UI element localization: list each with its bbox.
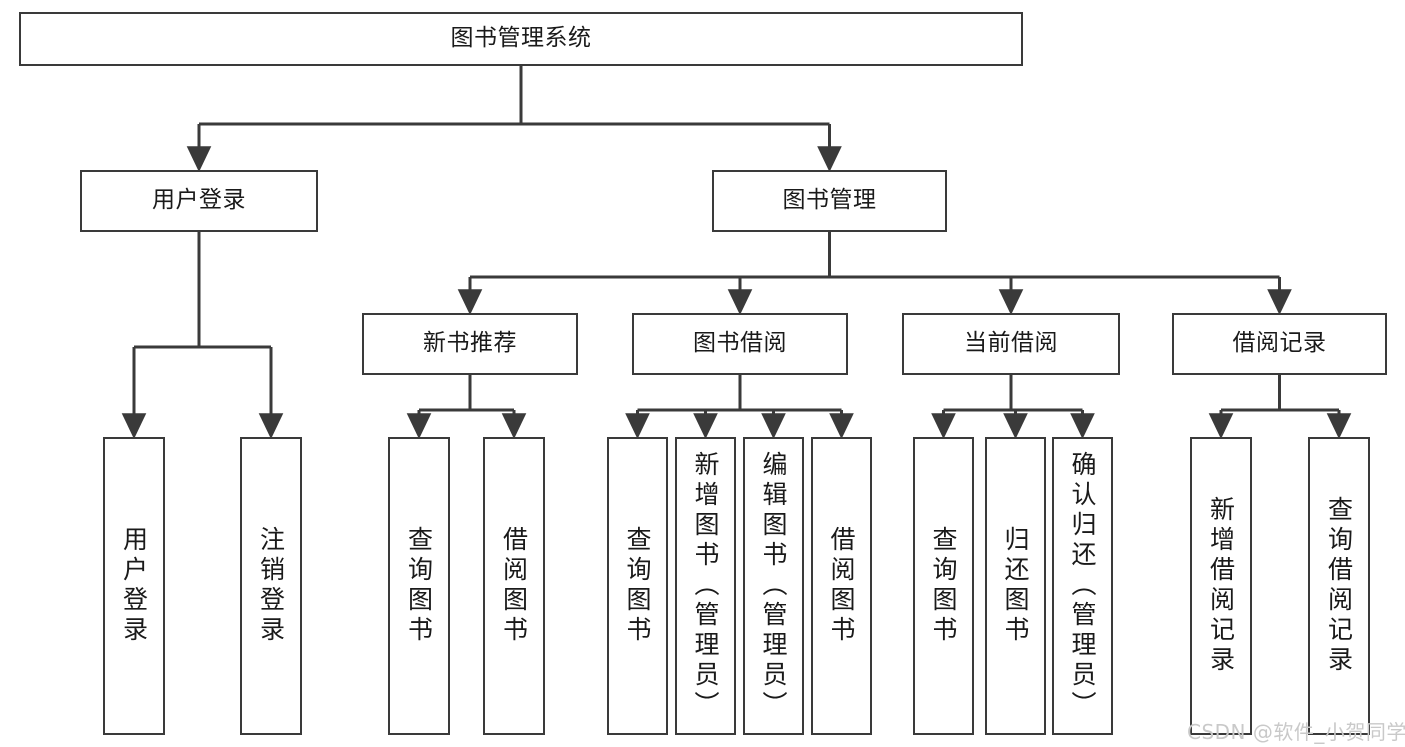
node-leaf-bb-query[interactable]: 查询图书	[607, 437, 668, 735]
node-label-leaf-user-login: 用户登录	[119, 526, 149, 646]
node-label-leaf-bb-add: 新增图书（管理员）	[691, 451, 720, 721]
node-label-root: 图书管理系统	[450, 25, 592, 52]
node-label-leaf-br-query: 查询借阅记录	[1324, 496, 1354, 676]
node-leaf-cb-query[interactable]: 查询图书	[913, 437, 974, 735]
node-leaf-br-query[interactable]: 查询借阅记录	[1308, 437, 1370, 735]
node-new-book-rec[interactable]: 新书推荐	[362, 313, 578, 375]
node-leaf-br-add[interactable]: 新增借阅记录	[1190, 437, 1252, 735]
node-borrow-record[interactable]: 借阅记录	[1172, 313, 1387, 375]
node-label-leaf-cb-return: 归还图书	[1001, 526, 1030, 646]
node-label-leaf-rec-borrow: 借阅图书	[499, 526, 529, 646]
node-label-leaf-user-logout: 注销登录	[256, 526, 286, 646]
node-label-new-book-rec: 新书推荐	[423, 330, 517, 357]
node-leaf-bb-borrow[interactable]: 借阅图书	[811, 437, 872, 735]
node-label-book-manage: 图书管理	[782, 187, 877, 214]
node-label-borrow-record: 借阅记录	[1232, 330, 1327, 357]
node-label-leaf-rec-query: 查询图书	[404, 526, 434, 646]
node-leaf-user-login[interactable]: 用户登录	[103, 437, 165, 735]
node-label-leaf-bb-query: 查询图书	[623, 526, 652, 646]
node-label-leaf-bb-borrow: 借阅图书	[827, 526, 856, 646]
node-book-borrow[interactable]: 图书借阅	[632, 313, 848, 375]
node-leaf-user-logout[interactable]: 注销登录	[240, 437, 302, 735]
node-book-manage[interactable]: 图书管理	[712, 170, 947, 232]
node-label-leaf-br-add: 新增借阅记录	[1206, 496, 1236, 676]
node-leaf-rec-query[interactable]: 查询图书	[388, 437, 450, 735]
node-leaf-bb-edit[interactable]: 编辑图书（管理员）	[743, 437, 804, 735]
node-label-user-login: 用户登录	[152, 187, 246, 214]
node-label-leaf-cb-query: 查询图书	[929, 526, 958, 646]
node-leaf-rec-borrow[interactable]: 借阅图书	[483, 437, 545, 735]
node-label-leaf-bb-edit: 编辑图书（管理员）	[759, 451, 788, 721]
node-root[interactable]: 图书管理系统	[19, 12, 1023, 66]
node-label-current-borrow: 当前借阅	[964, 330, 1058, 357]
node-label-leaf-cb-confirm: 确认归还（管理员）	[1068, 451, 1097, 721]
node-user-login[interactable]: 用户登录	[80, 170, 318, 232]
node-leaf-bb-add[interactable]: 新增图书（管理员）	[675, 437, 736, 735]
node-leaf-cb-return[interactable]: 归还图书	[985, 437, 1046, 735]
node-leaf-cb-confirm[interactable]: 确认归还（管理员）	[1052, 437, 1113, 735]
node-label-book-borrow: 图书借阅	[693, 330, 787, 357]
node-current-borrow[interactable]: 当前借阅	[902, 313, 1120, 375]
